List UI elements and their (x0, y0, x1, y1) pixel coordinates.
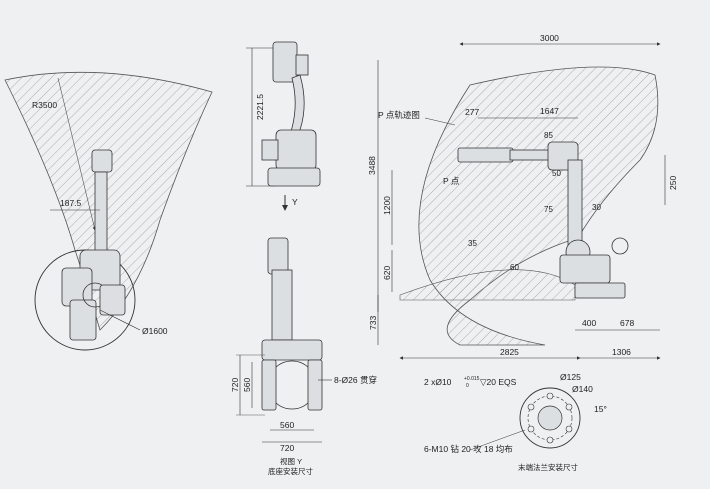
dim-620-label: 620 (382, 266, 392, 280)
base-caption-line2: 底座安装尺寸 (268, 466, 313, 476)
view-arrow-label: Y (292, 197, 298, 207)
robot-top-silhouette (61, 149, 126, 341)
dim-2825-label: 2825 (500, 347, 519, 357)
top-width-label: 3000 (540, 33, 559, 43)
trajectory-label: P 点轨迹图 (378, 110, 420, 120)
pin-tol-lower: 0 (466, 383, 469, 389)
angle-35-label: 35 (468, 239, 477, 248)
dim-250-label: 250 (668, 176, 678, 190)
lower-reach-area (399, 269, 576, 301)
p-point-label: P 点 (443, 176, 460, 186)
total-height-label: 3488 (367, 156, 377, 175)
bottom-dim-inner: 560 (280, 420, 294, 430)
workspace-view: 3000 1647 277 P 点轨迹图 P 点 3488 1200 620 7… (367, 33, 678, 360)
dia-140-label: Ø140 (572, 384, 593, 394)
bottom-dim-outer: 720 (280, 443, 294, 453)
offset-277-label: 277 (465, 107, 479, 117)
base-dia-leader (99, 309, 141, 331)
angle-30-label: 30 (592, 203, 601, 212)
pin-tol-upper: +0.015 (464, 376, 480, 382)
base-caption-line1: 视图 Y (280, 456, 302, 466)
dim-1306-label: 1306 (612, 347, 631, 357)
radius-label: R3500 (32, 100, 57, 110)
angle-15-label: 15° (594, 404, 607, 414)
top-view-reach-area (4, 71, 213, 331)
pin-note: 2 xØ10 (424, 377, 452, 387)
front-view: 2221.5 Y (246, 41, 321, 211)
robot-base-silhouette (261, 237, 323, 411)
radius-leader (57, 77, 97, 231)
angle-75-label: 75 (544, 205, 553, 214)
angle-60-label: 60 (510, 263, 519, 272)
robot-side-silhouette (457, 141, 629, 299)
flange-caption: 末端法兰安装尺寸 (518, 462, 578, 472)
workspace-reach-area (418, 66, 659, 346)
base-diameter-label: Ø1600 (142, 326, 168, 336)
dim-1200-label: 1200 (382, 196, 392, 215)
robot-front-silhouette (261, 41, 321, 187)
flange-bolt-holes (527, 392, 573, 444)
thread-note: 6-M10 钻 20 攻 18 均布 (424, 444, 513, 454)
offset-label: 187.5 (60, 198, 82, 208)
reach-1647-label: 1647 (540, 106, 559, 116)
dim-733-label: 733 (368, 316, 378, 330)
left-dim-outer: 720 (230, 378, 240, 392)
flange-view: 2 xØ10 +0.015 0 ▽20 EQS Ø125 Ø140 15° 6-… (424, 372, 607, 472)
dim-400-label: 400 (582, 318, 596, 328)
hole-note: 8-Ø26 贯穿 (334, 375, 377, 385)
angle-50-label: 50 (552, 169, 561, 178)
pin-note-tail: ▽20 EQS (480, 377, 517, 387)
angle-85-label: 85 (544, 131, 553, 140)
dia-125-label: Ø125 (560, 372, 581, 382)
dim-678-label: 678 (620, 318, 634, 328)
height-label: 2221.5 (255, 94, 265, 120)
base-view: 720 560 560 720 8-Ø26 贯穿 视图 Y 底座安装尺寸 (230, 237, 377, 476)
top-view: R3500 187.5 Ø1600 (4, 71, 213, 351)
left-dim-inner: 560 (242, 378, 252, 392)
